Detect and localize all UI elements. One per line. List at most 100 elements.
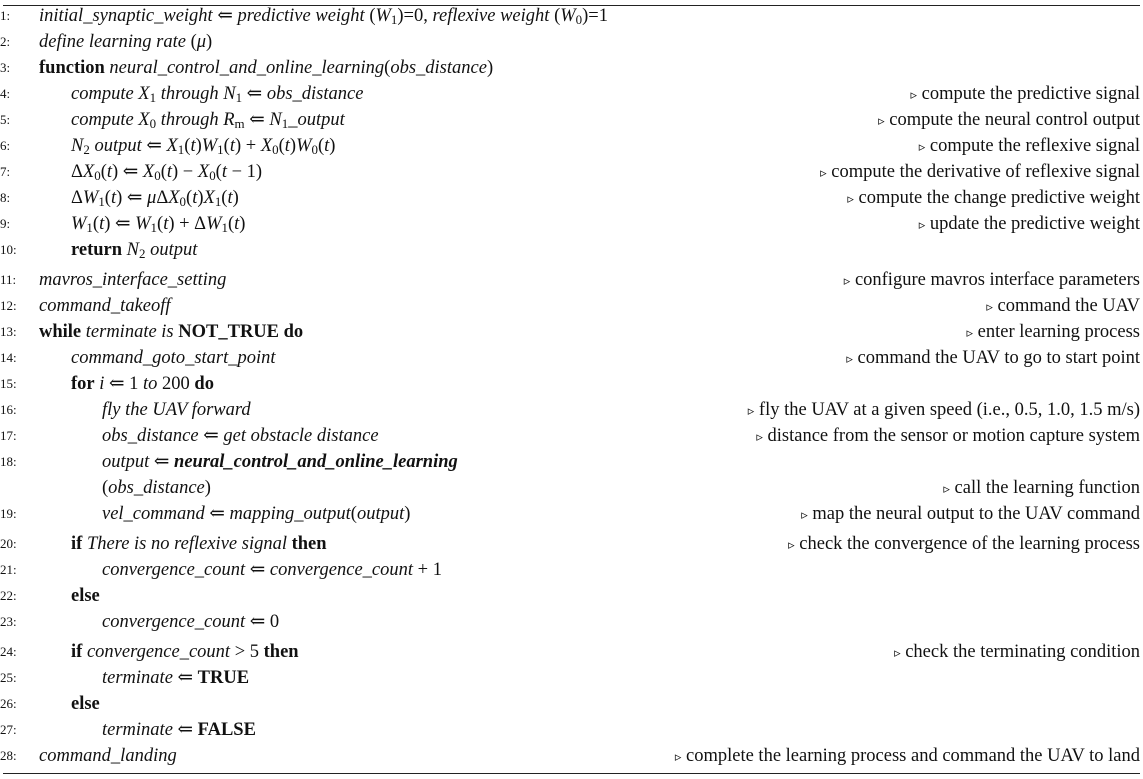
code-token: command_takeoff — [39, 296, 171, 316]
line-code: else — [71, 691, 100, 717]
code-token: ⇐ — [242, 84, 267, 104]
code-token: 1 — [86, 220, 93, 236]
code-token: ) ⇐ — [112, 162, 143, 182]
algorithm-line: 22:else — [0, 583, 1143, 609]
code-token: 2 — [83, 142, 90, 158]
code-token: ( — [104, 188, 111, 208]
comment-text: call the learning function — [949, 478, 1140, 498]
code-token: terminate — [102, 668, 173, 688]
code-token: N — [126, 240, 140, 260]
algorithm-line: 17:obs_distance ⇐ get obstacle distance▹… — [0, 423, 1143, 449]
code-token: 1 — [177, 142, 185, 158]
code-token: ⇐ — [244, 110, 270, 130]
comment-text: distance from the sensor or motion captu… — [762, 426, 1140, 446]
algorithm-line: 19:vel_command ⇐ mapping_output(output)▹… — [0, 501, 1143, 527]
line-code: fly the UAV forward — [102, 397, 251, 423]
code-token: ( — [157, 214, 164, 234]
code-token: ) — [239, 214, 246, 234]
code-token: output — [89, 136, 142, 156]
comment-text: check the terminating condition — [900, 642, 1140, 662]
code-token: reflexive weight — [432, 6, 550, 26]
line-code: mavros_interface_setting — [39, 267, 226, 293]
line-comment: ▹ map the neural output to the UAV comma… — [801, 501, 1140, 528]
code-token: to — [143, 374, 158, 394]
code-token: ⇐ — [198, 426, 224, 446]
line-code: else — [71, 583, 100, 609]
code-token: through N — [156, 84, 236, 104]
line-code: define learning rate (μ) — [39, 29, 212, 55]
code-token: ( — [317, 136, 325, 156]
line-comment: ▹ compute the change predictive weight — [847, 185, 1140, 212]
code-token: convergence_count — [86, 642, 231, 662]
algorithm-line: 15:for i ⇐ 1 to 200 do — [0, 371, 1143, 397]
code-token: t — [229, 136, 235, 156]
code-token: neural_control_and_online_learning — [109, 58, 385, 78]
code-token: else — [71, 694, 100, 714]
code-token: compute X — [71, 84, 150, 104]
code-token: ( — [215, 162, 222, 182]
code-token: through R — [156, 110, 235, 130]
line-comment: ▹ compute the predictive signal — [911, 81, 1141, 108]
line-code: W1(t) ⇐ W1(t) + ΔW1(t) — [71, 211, 245, 237]
comment-triangle-icon: ▹ — [674, 749, 682, 764]
code-token: t — [324, 136, 330, 156]
code-token: X — [142, 162, 155, 182]
code-token: 200 — [157, 374, 195, 394]
algorithm-line: 5:compute X0 through Rm ⇐ N1_output▹ com… — [0, 107, 1143, 133]
algorithm-line: 23:convergence_count ⇐ 0 — [0, 609, 1143, 635]
line-number: 16: — [0, 402, 17, 417]
code-token: ) — [289, 136, 297, 156]
code-token: neural_control_and_online_learning — [174, 452, 458, 472]
code-token: ) − — [172, 162, 198, 182]
algorithm-line: 25:terminate ⇐ TRUE — [0, 665, 1143, 691]
line-number: 8: — [0, 190, 11, 205]
code-token: ) — [206, 32, 213, 52]
algorithm-line: 20:if There is no reflexive signal then▹… — [0, 531, 1143, 557]
line-number: 21: — [0, 562, 17, 577]
line-code: command_goto_start_point — [71, 345, 276, 371]
code-token: 0 — [209, 168, 216, 184]
code-token: 0 — [311, 142, 318, 158]
comment-triangle-icon: ▹ — [918, 217, 926, 232]
line-number: 9: — [0, 216, 11, 231]
code-token: ( — [549, 6, 561, 26]
line-number: 26: — [0, 696, 17, 711]
code-token: output — [102, 452, 150, 472]
comment-text: map the neural output to the UAV command — [807, 504, 1140, 524]
code-token: while — [39, 322, 82, 342]
comment-text: command the UAV — [992, 296, 1141, 316]
code-token: W — [71, 214, 87, 234]
line-number: 6: — [0, 138, 11, 153]
code-token: 0 — [154, 168, 161, 184]
algorithm-line: 24:if convergence_count > 5 then▹ check … — [0, 639, 1143, 665]
line-number: 19: — [0, 506, 17, 521]
code-token: else — [71, 586, 100, 606]
code-token: X — [203, 188, 215, 208]
line-code: convergence_count ⇐ convergence_count + … — [102, 557, 442, 583]
code-token: 2 — [139, 246, 146, 262]
line-number: 1: — [0, 8, 11, 23]
bottom-rule — [3, 773, 1140, 774]
code-token: X — [168, 188, 180, 208]
code-token: W — [82, 188, 99, 208]
code-token: μ — [196, 32, 207, 52]
code-token: command_landing — [39, 746, 177, 766]
line-comment: ▹ compute the neural control output — [878, 107, 1140, 134]
line-number: 23: — [0, 614, 17, 629]
code-token: ( — [384, 58, 391, 78]
code-token: do — [194, 374, 214, 394]
code-token: ) + — [234, 136, 261, 156]
code-token: ) — [195, 136, 202, 156]
code-token: 0 — [149, 116, 157, 132]
line-code: terminate ⇐ FALSE — [102, 717, 256, 743]
line-code: obs_distance ⇐ get obstacle distance — [102, 423, 379, 449]
comment-text: compute the derivative of reflexive sign… — [826, 162, 1140, 182]
comment-text: compute the reflexive signal — [925, 136, 1140, 156]
code-token: define learning rate — [39, 32, 186, 52]
code-token: Δ — [71, 162, 83, 182]
line-comment: ▹ compute the derivative of reflexive si… — [820, 159, 1140, 186]
code-token: 1 — [98, 194, 105, 210]
code-token: NOT_TRUE do — [178, 322, 304, 342]
code-token: 1 — [150, 220, 158, 236]
line-number: 15: — [0, 376, 17, 391]
